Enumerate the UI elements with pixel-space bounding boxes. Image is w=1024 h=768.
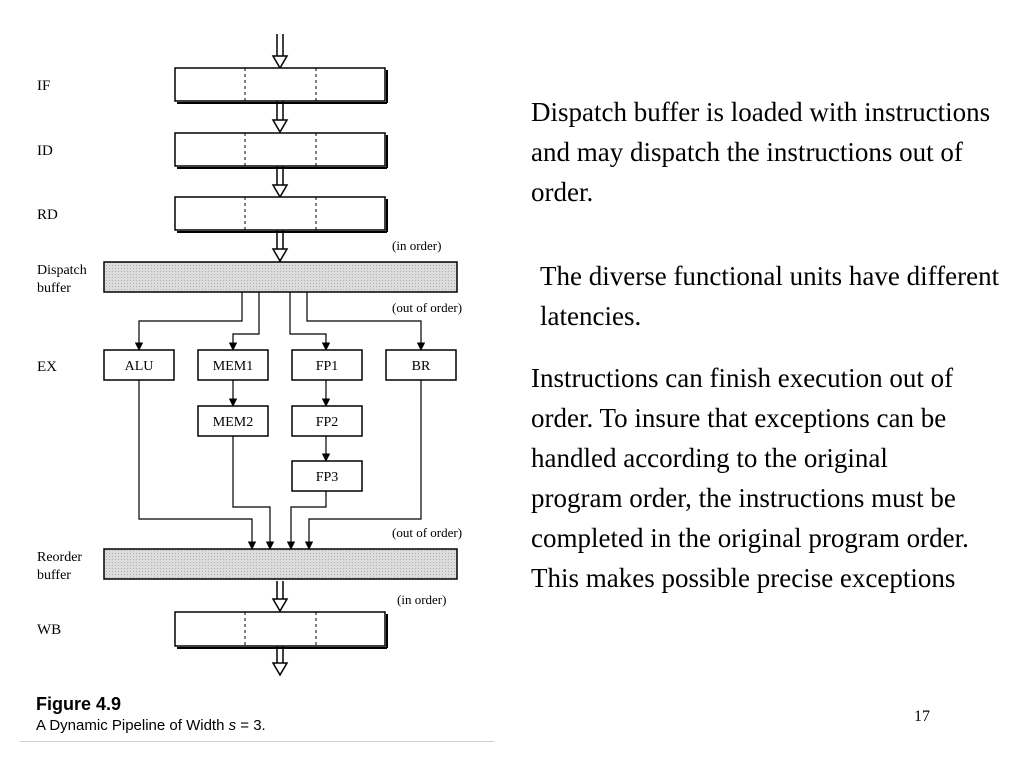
figure-title: Figure 4.9 bbox=[36, 694, 122, 714]
unit-box-mem1 bbox=[197, 349, 269, 381]
double-arrow-reorder-wb bbox=[271, 581, 289, 613]
dispatch-to-br-line bbox=[306, 292, 426, 351]
double-arrow-output bbox=[271, 646, 289, 677]
unit-label-mem1: MEM1 bbox=[213, 359, 253, 374]
figure-description: A Dynamic Pipeline of Width s = 3. bbox=[36, 716, 266, 736]
annotation-in-order-top: (in order) bbox=[392, 238, 441, 253]
unit-label-fp2: FP2 bbox=[316, 415, 339, 430]
figure-description-suffix: = 3. bbox=[236, 717, 266, 734]
figure-caption: Figure 4.9 A Dynamic Pipeline of Width s… bbox=[36, 694, 266, 736]
br-to-reorder-line bbox=[304, 380, 422, 550]
double-arrow-if-id bbox=[271, 101, 289, 134]
alu-to-reorder-line bbox=[138, 380, 257, 550]
reorder-buffer bbox=[103, 548, 458, 580]
double-arrows bbox=[271, 34, 289, 677]
stage-label-id: ID bbox=[37, 143, 53, 159]
completion-connections bbox=[138, 380, 422, 550]
pipeline-diagram: IF ID RD Dispatch buffer EX Reorder buff… bbox=[37, 34, 462, 677]
unit-box-fp1 bbox=[291, 349, 363, 381]
stage-box-rd bbox=[174, 196, 388, 233]
dispatch-connections bbox=[134, 292, 426, 351]
unit-box-fp2 bbox=[291, 405, 363, 437]
text-out-of-order-completion: Instructions can finish execution out of… bbox=[531, 363, 969, 593]
unit-chain-arrows bbox=[228, 380, 331, 462]
unit-label-alu: ALU bbox=[125, 359, 154, 374]
text-dispatch-buffer: Dispatch buffer is loaded with instructi… bbox=[531, 97, 991, 207]
annotation-out-of-order-dispatch: (out of order) bbox=[392, 300, 462, 315]
dispatch-buffer bbox=[103, 261, 458, 293]
double-arrow-rd-dispatch bbox=[271, 230, 289, 263]
stage-label-reorder-1: Reorder bbox=[37, 550, 82, 565]
text-functional-units: The diverse functional units have differ… bbox=[540, 261, 1000, 331]
stage-label-ex: EX bbox=[37, 359, 57, 375]
stage-label-dispatch-1: Dispatch bbox=[37, 263, 87, 278]
double-arrow-id-rd bbox=[271, 166, 289, 199]
unit-label-mem2: MEM2 bbox=[213, 415, 253, 430]
annotation-out-of-order-reorder: (out of order) bbox=[392, 525, 462, 540]
stage-box-if bbox=[174, 67, 388, 104]
stage-box-id bbox=[174, 132, 388, 169]
dispatch-to-alu-line bbox=[134, 292, 243, 351]
stage-label-reorder-2: buffer bbox=[37, 568, 71, 583]
stage-labels: IF ID RD Dispatch buffer EX Reorder buff… bbox=[37, 78, 87, 638]
unit-box-alu bbox=[103, 349, 175, 381]
dispatch-to-fp1-line bbox=[289, 292, 331, 351]
figure-description-variable: s bbox=[228, 717, 237, 734]
caption-divider bbox=[20, 741, 494, 742]
fp3-to-reorder-line bbox=[286, 491, 327, 550]
unit-label-br: BR bbox=[412, 359, 431, 374]
annotation-in-order-bottom: (in order) bbox=[397, 592, 446, 607]
stage-label-dispatch-2: buffer bbox=[37, 281, 71, 296]
order-annotations: (in order) (out of order) (out of order)… bbox=[392, 238, 462, 607]
stage-label-rd: RD bbox=[37, 207, 58, 223]
figure-description-prefix: A Dynamic Pipeline of Width bbox=[36, 717, 229, 734]
stage-box-wb bbox=[174, 611, 388, 649]
functional-units bbox=[103, 349, 457, 492]
stage-label-wb: WB bbox=[37, 622, 61, 638]
unit-label-fp1: FP1 bbox=[316, 359, 339, 374]
unit-label-fp3: FP3 bbox=[316, 470, 339, 485]
mem2-to-reorder-line bbox=[232, 436, 275, 550]
pipeline-figure: IF ID RD Dispatch buffer EX Reorder buff… bbox=[0, 0, 500, 768]
dispatch-to-mem1-line bbox=[228, 292, 260, 351]
stage-label-if: IF bbox=[37, 78, 50, 94]
unit-labels: ALU MEM1 FP1 BR MEM2 FP2 FP3 bbox=[125, 359, 431, 485]
double-arrow-input bbox=[271, 34, 289, 70]
slide-number: 17 bbox=[914, 708, 930, 725]
